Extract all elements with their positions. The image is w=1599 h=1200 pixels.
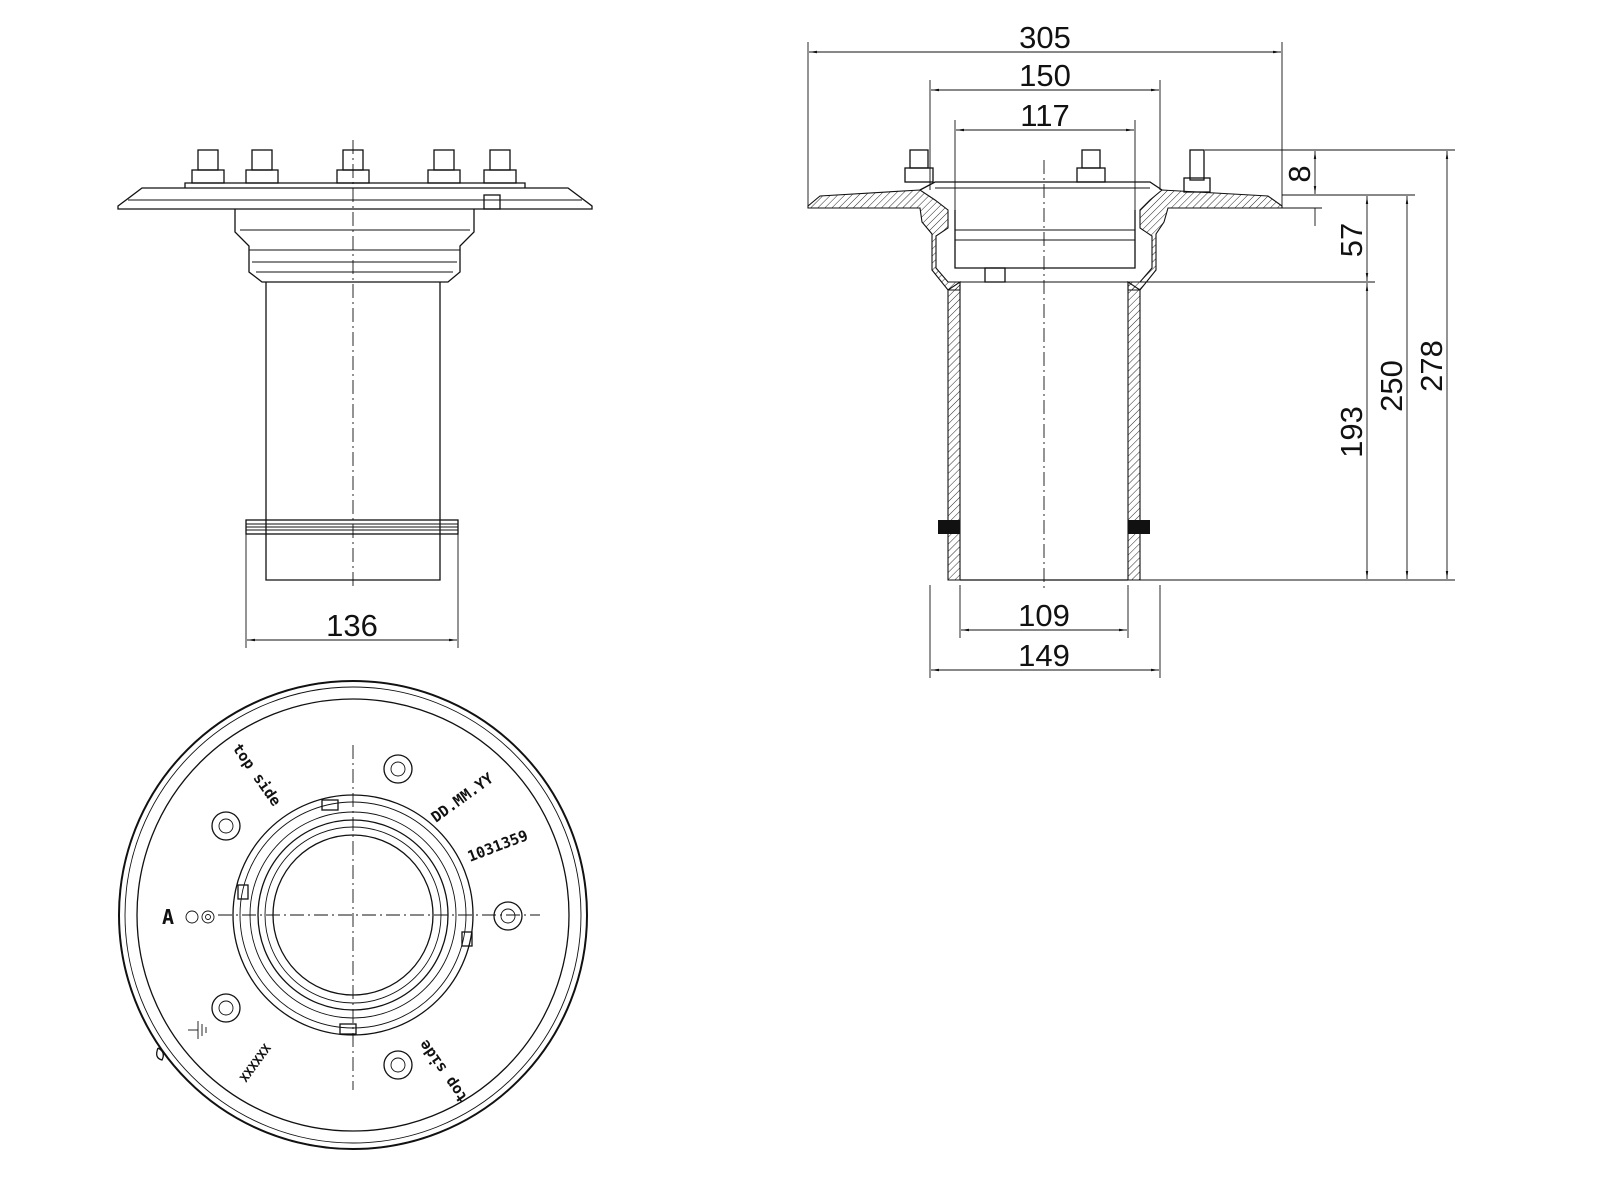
material-code-label: XXXXXX [237, 1041, 274, 1085]
top-side-label-1: top side [229, 740, 285, 810]
part-number-label: 1031359 [465, 826, 530, 865]
hex-bolt-icon [427, 149, 461, 184]
dim-inlet-width: 117 [1020, 98, 1069, 133]
dim-flange-thickness: 8 [1282, 165, 1317, 182]
hex-bolt-icon [483, 149, 517, 184]
earth-ground-icon [188, 1021, 207, 1039]
dim-total-height: 278 [1414, 340, 1449, 392]
dim-pipe-outer: 149 [1018, 638, 1070, 673]
bolt-hole [211, 993, 241, 1023]
brand-label: A [162, 905, 174, 929]
section-view: 305 150 117 109 149 8 57 193 250 [807, 20, 1455, 678]
dim-body-width: 150 [1019, 58, 1071, 93]
top-view: top side top side DD.MM.YY 1031359 XXXXX… [118, 680, 588, 1150]
hex-bolt-icon [1183, 149, 1211, 193]
dim-pipe-inner: 109 [1018, 598, 1070, 633]
top-side-label-2: top side [415, 1037, 471, 1107]
dim-upper-height: 57 [1334, 223, 1369, 257]
bolt-hole [211, 811, 241, 841]
bolt-hole [493, 901, 523, 931]
recycling-mark-icon [185, 910, 215, 924]
hex-bolt-icon [1076, 149, 1106, 183]
bolt-hole [383, 1050, 413, 1080]
date-code-label: DD.MM.YY [428, 769, 497, 826]
hex-bolt-icon [904, 149, 934, 183]
dim-pipe-length: 193 [1334, 406, 1369, 458]
dim-flange-width: 305 [1019, 20, 1071, 55]
hex-bolt-icon [191, 149, 225, 184]
dim-front-diameter: 136 [326, 608, 378, 643]
bolt-hole [383, 754, 413, 784]
dim-body-height: 250 [1374, 360, 1409, 412]
hex-bolt-icon [245, 149, 279, 184]
front-view: 136 [117, 140, 593, 648]
